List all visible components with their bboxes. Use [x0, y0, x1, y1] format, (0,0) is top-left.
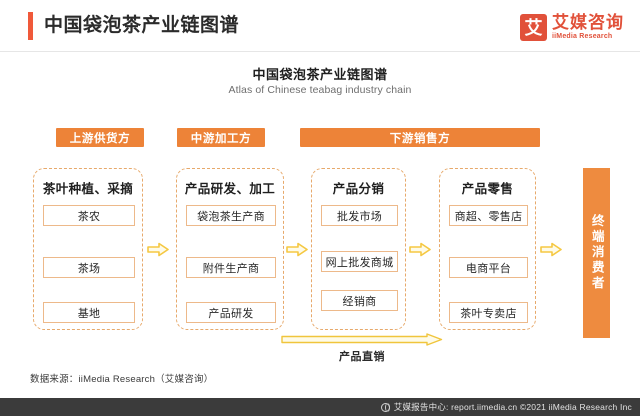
header-divider — [0, 51, 640, 52]
footer-bar: 艾媒报告中心: report.iimedia.cn ©2021 iiMedia … — [0, 398, 640, 416]
group-title: 产品零售 — [461, 182, 514, 196]
page-header: 中国袋泡茶产业链图谱 艾 艾媒咨询 iiMedia Research — [0, 0, 640, 52]
brand-logo: 艾 艾媒咨询 iiMedia Research — [520, 14, 624, 41]
direct-sales-label: 产品直销 — [339, 351, 385, 363]
group-box-rnd-processing: 产品研发、加工 袋泡茶生产商 附件生产商 产品研发 — [176, 168, 284, 330]
group-item: 经销商 — [321, 290, 398, 311]
group-item: 袋泡茶生产商 — [186, 205, 276, 226]
chart-title: 中国袋泡茶产业链图谱 — [252, 67, 388, 82]
data-source-note: 数据来源：iiMedia Research（艾媒咨询） — [30, 374, 214, 385]
group-item: 电商平台 — [449, 257, 528, 278]
flow-arrow-icon — [540, 242, 562, 257]
chart-subtitle: Atlas of Chinese teabag industry chain — [228, 84, 412, 96]
brand-mark-icon: 艾 — [520, 14, 547, 41]
group-title: 产品研发、加工 — [184, 182, 276, 196]
stage-pill-downstream: 下游销售方 — [300, 128, 540, 147]
brand-text: 艾媒咨询 iiMedia Research — [552, 14, 624, 41]
group-item: 网上批发商城 — [321, 251, 398, 272]
group-item: 商超、零售店 — [449, 205, 528, 226]
group-item: 批发市场 — [321, 205, 398, 226]
flow-arrow-icon — [409, 242, 431, 257]
terminal-consumer-label: 终端消费者 — [589, 214, 604, 292]
direct-sales-arrow-icon — [281, 333, 443, 346]
group-item: 茶叶专卖店 — [449, 302, 528, 323]
group-item: 产品研发 — [186, 302, 276, 323]
brand-name-cn: 艾媒咨询 — [552, 13, 624, 32]
globe-icon — [380, 402, 390, 412]
footer-text: 艾媒报告中心: report.iimedia.cn ©2021 iiMedia … — [393, 402, 632, 412]
group-box-distribution: 产品分销 批发市场 网上批发商城 经销商 — [311, 168, 406, 330]
group-box-retail: 产品零售 商超、零售店 电商平台 茶叶专卖店 — [439, 168, 536, 330]
group-item: 基地 — [43, 302, 135, 323]
stage-pill-midstream: 中游加工方 — [177, 128, 265, 147]
group-item: 附件生产商 — [186, 257, 276, 278]
group-box-planting: 茶叶种植、采摘 茶农 茶场 基地 — [33, 168, 143, 330]
flow-arrow-icon — [286, 242, 308, 257]
terminal-consumer-bar: 终端消费者 — [583, 168, 610, 338]
header-accent-bar — [28, 12, 33, 40]
page-title: 中国袋泡茶产业链图谱 — [44, 15, 240, 36]
stage-pill-upstream: 上游供货方 — [56, 128, 144, 147]
flow-arrow-icon — [147, 242, 169, 257]
group-item: 茶农 — [43, 205, 135, 226]
brand-name-en: iiMedia Research — [552, 33, 613, 40]
group-item: 茶场 — [43, 257, 135, 278]
group-title: 茶叶种植、采摘 — [42, 182, 134, 196]
group-title: 产品分销 — [332, 182, 385, 196]
